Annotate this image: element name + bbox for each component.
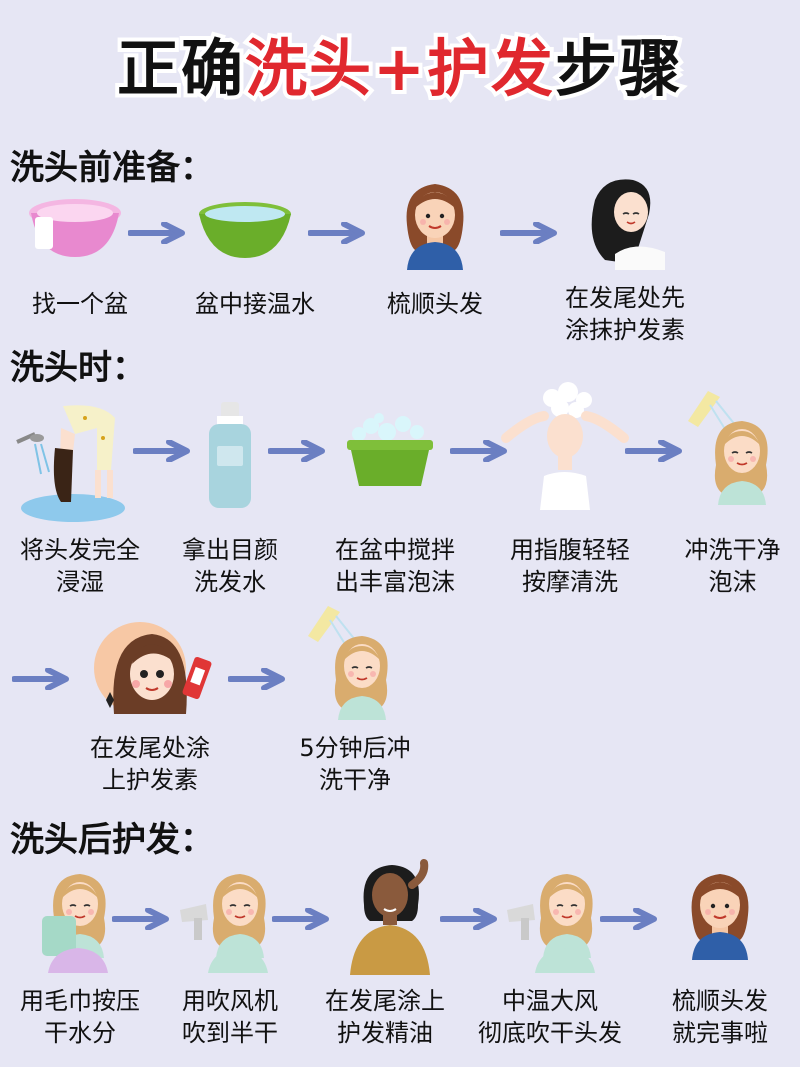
title-part2: 洗头+护发 [241,28,557,109]
arrow-icon [112,908,170,930]
foam-basin-icon [347,413,433,486]
hair-dryer-girl-icon [507,873,595,973]
step-label: 找一个盆 [32,290,128,318]
step-label: 在发尾处先涂抹护发素 [565,284,685,344]
pink-basin-icon [29,199,121,257]
section-heading-before: 洗头前准备： [10,148,214,188]
arrow-icon [272,908,330,930]
step-label: 在发尾涂上护发精油 [325,987,445,1047]
green-basin-water-icon [199,202,291,258]
title-part1: 正确 [113,28,247,109]
wet-hair-shower-icon [16,405,125,522]
arrow-icon [128,222,186,244]
step-label: 将头发完全浸湿 [20,536,140,596]
towel-girl-icon [42,873,108,973]
page-title: 正确洗头+护发步骤 [0,18,800,109]
massage-scalp-icon [501,382,629,510]
arrow-icon [228,668,286,690]
step-label: 用吹风机吹到半干 [182,987,278,1047]
rinse-shower-icon [308,606,389,720]
step-label: 5分钟后冲洗干净 [299,734,411,794]
combing-girl-icon [385,170,485,270]
arrow-icon [500,222,558,244]
hair-oil-girl-icon [350,859,430,975]
step-label: 盆中接温水 [195,290,315,318]
arrow-icon [440,908,498,930]
step-label: 用指腹轻轻按摩清洗 [510,536,630,596]
combing-girl-icon [670,860,770,960]
arrow-icon [600,908,658,930]
section-heading-after: 洗头后护发： [10,820,214,860]
step-label: 拿出目颜洗发水 [182,536,278,596]
step-label: 用毛巾按压干水分 [20,987,140,1047]
step-label: 梳顺头发 [387,290,483,318]
arrow-icon [133,440,191,462]
conditioner-girl-icon [94,622,212,714]
shampoo-bottle-icon [209,402,251,508]
arrow-icon [12,668,70,690]
hair-ends-girl-icon [591,179,665,270]
step-label: 在发尾处涂上护发素 [90,734,210,794]
arrow-icon [625,440,683,462]
step-label: 中温大风彻底吹干头发 [478,987,622,1047]
step-label: 梳顺头发就完事啦 [672,987,768,1047]
arrow-icon [308,222,366,244]
hair-dryer-girl-icon [180,873,268,973]
arrow-icon [268,440,326,462]
step-label: 冲洗干净泡沫 [684,536,781,596]
step-label: 在盆中搅拌出丰富泡沫 [335,536,455,596]
rinse-shower-icon [688,391,769,505]
title-part3: 步骤 [551,28,685,109]
section-heading-during: 洗头时： [10,348,146,388]
